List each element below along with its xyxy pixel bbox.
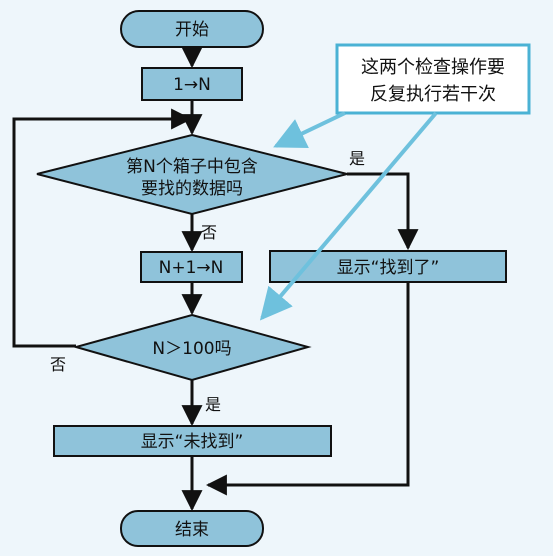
check-box-label-line2: 要找的数据吗 [141,179,243,199]
check-box-decision [36,133,348,216]
edge-label-limit-no: 否 [50,355,66,374]
edge-limit-no-loop [12,108,193,348]
annotation-line1: 这两个检查操作要 [361,57,505,78]
check-box-label-line1: 第N个箱子中包含 [126,157,258,177]
node-show-found: 显示“找到了” [269,250,507,283]
node-start: 开始 [120,10,264,48]
edge-found-merge [205,282,410,496]
end-label: 结束 [175,520,209,540]
start-terminator [120,10,264,48]
start-label: 开始 [175,20,209,40]
end-terminator [120,510,264,547]
node-check-box: 第N个箱子中包含 要找的数据吗 [36,133,348,216]
node-show-not-found: 显示“未找到” [53,425,332,457]
edge-check-yes-found [347,172,419,251]
check-limit-label: N＞100吗 [152,339,231,359]
annotation-callout: 这两个检查操作要 反复执行若干次 [259,43,531,321]
edge-label-limit-yes: 是 [205,395,221,414]
connectors [12,47,419,512]
annotation-box [335,43,531,115]
show-found-label: 显示“找到了” [337,258,440,278]
annotation-line2: 反复执行若干次 [370,84,496,105]
increment-label: N+1→N [159,258,224,278]
annotation-arrow-to-limit-check [259,111,438,321]
node-increment: N+1→N [140,251,243,283]
show-not-found-label: 显示“未找到” [141,432,244,452]
edge-label-box-yes: 是 [349,149,365,168]
edge-label-box-no: 否 [201,223,217,242]
increment-process [140,251,243,283]
node-check-limit: N＞100吗 [72,313,312,382]
node-init: 1→N [141,67,243,101]
show-found-process [269,250,507,283]
init-label: 1→N [173,75,211,95]
init-process [141,67,243,101]
check-limit-decision [72,313,312,382]
annotation-arrow-to-box-check [273,111,346,149]
show-not-found-process [53,425,332,457]
node-end: 结束 [120,510,264,547]
